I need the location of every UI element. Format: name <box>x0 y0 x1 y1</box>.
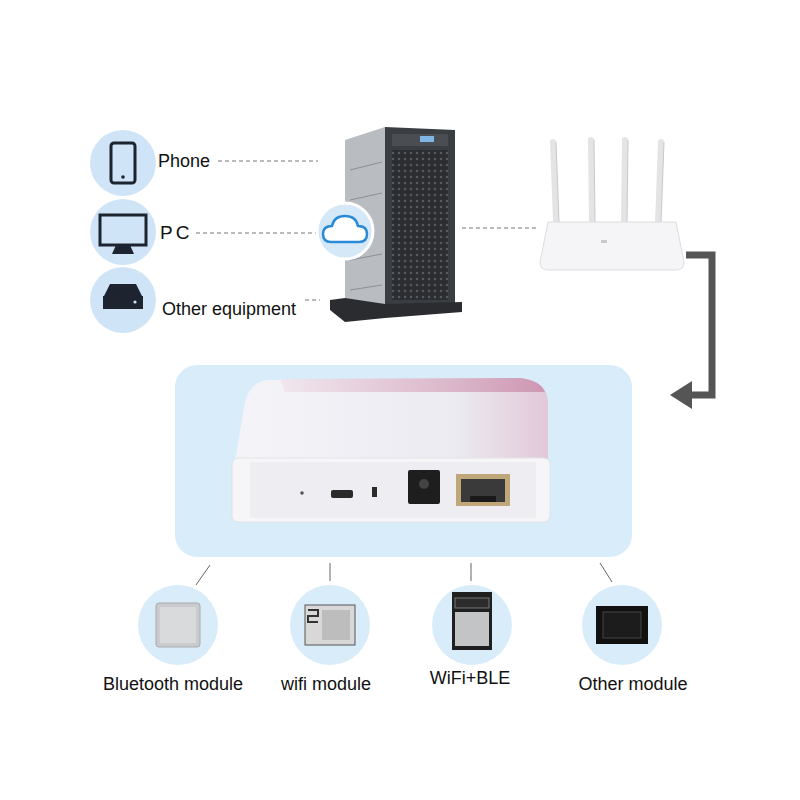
module-label: Other module <box>578 673 687 695</box>
other-chip <box>582 585 662 665</box>
module-label: wifi module <box>281 673 371 695</box>
label-text: Bluetooth module <box>103 673 243 695</box>
wifi-chip <box>290 585 370 665</box>
label-text: Other equipment <box>162 298 296 320</box>
pc-icon <box>90 199 156 265</box>
cloud-icon <box>317 203 373 259</box>
label-text: Phone <box>158 150 210 172</box>
router <box>540 140 684 270</box>
label-text: Other module <box>578 673 687 695</box>
device-label: PC <box>160 222 192 244</box>
label-text: WiFi+BLE <box>430 667 511 689</box>
module-label: Bluetooth module <box>103 673 243 695</box>
highlight-panel <box>175 365 632 557</box>
module-label: WiFi+BLE <box>430 667 511 689</box>
leader-line <box>196 563 612 585</box>
label-text: PC <box>160 222 192 244</box>
phone-icon <box>90 130 156 196</box>
device-label: Other equipment <box>162 298 296 320</box>
device-label: Phone <box>158 150 210 172</box>
equipment-icon <box>90 267 156 333</box>
esp32-chip <box>432 585 512 665</box>
gateway-device <box>232 378 550 522</box>
bluetooth-chip <box>138 585 218 665</box>
label-text: wifi module <box>281 673 371 695</box>
flow-arrow <box>670 255 712 409</box>
